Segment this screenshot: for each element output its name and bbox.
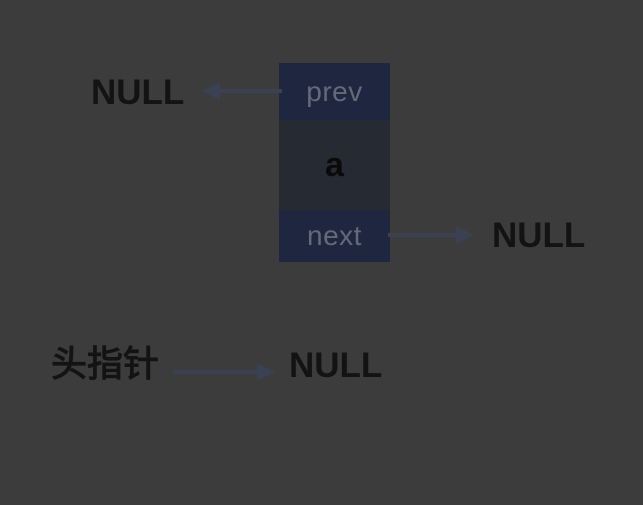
node-next-cell: next (279, 210, 390, 262)
null-label-next: NULL (492, 216, 586, 255)
null-label-head: NULL (289, 346, 383, 385)
node-prev-cell: prev (279, 63, 390, 120)
arrow-left-icon (202, 82, 282, 100)
arrow-next-to-null (388, 224, 476, 246)
linked-list-node: prev a next (279, 63, 390, 262)
null-label-prev: NULL (91, 73, 185, 112)
arrow-head-to-null (173, 361, 277, 383)
node-next-label: next (307, 220, 362, 251)
arrow-prev-to-null (200, 80, 282, 102)
node-data-cell: a (279, 120, 390, 210)
arrow-right-icon (388, 226, 474, 244)
head-pointer-label: 头指针 (51, 344, 160, 385)
node-data-label: a (325, 146, 344, 184)
arrow-right-icon (173, 363, 275, 381)
node-prev-label: prev (306, 75, 363, 107)
